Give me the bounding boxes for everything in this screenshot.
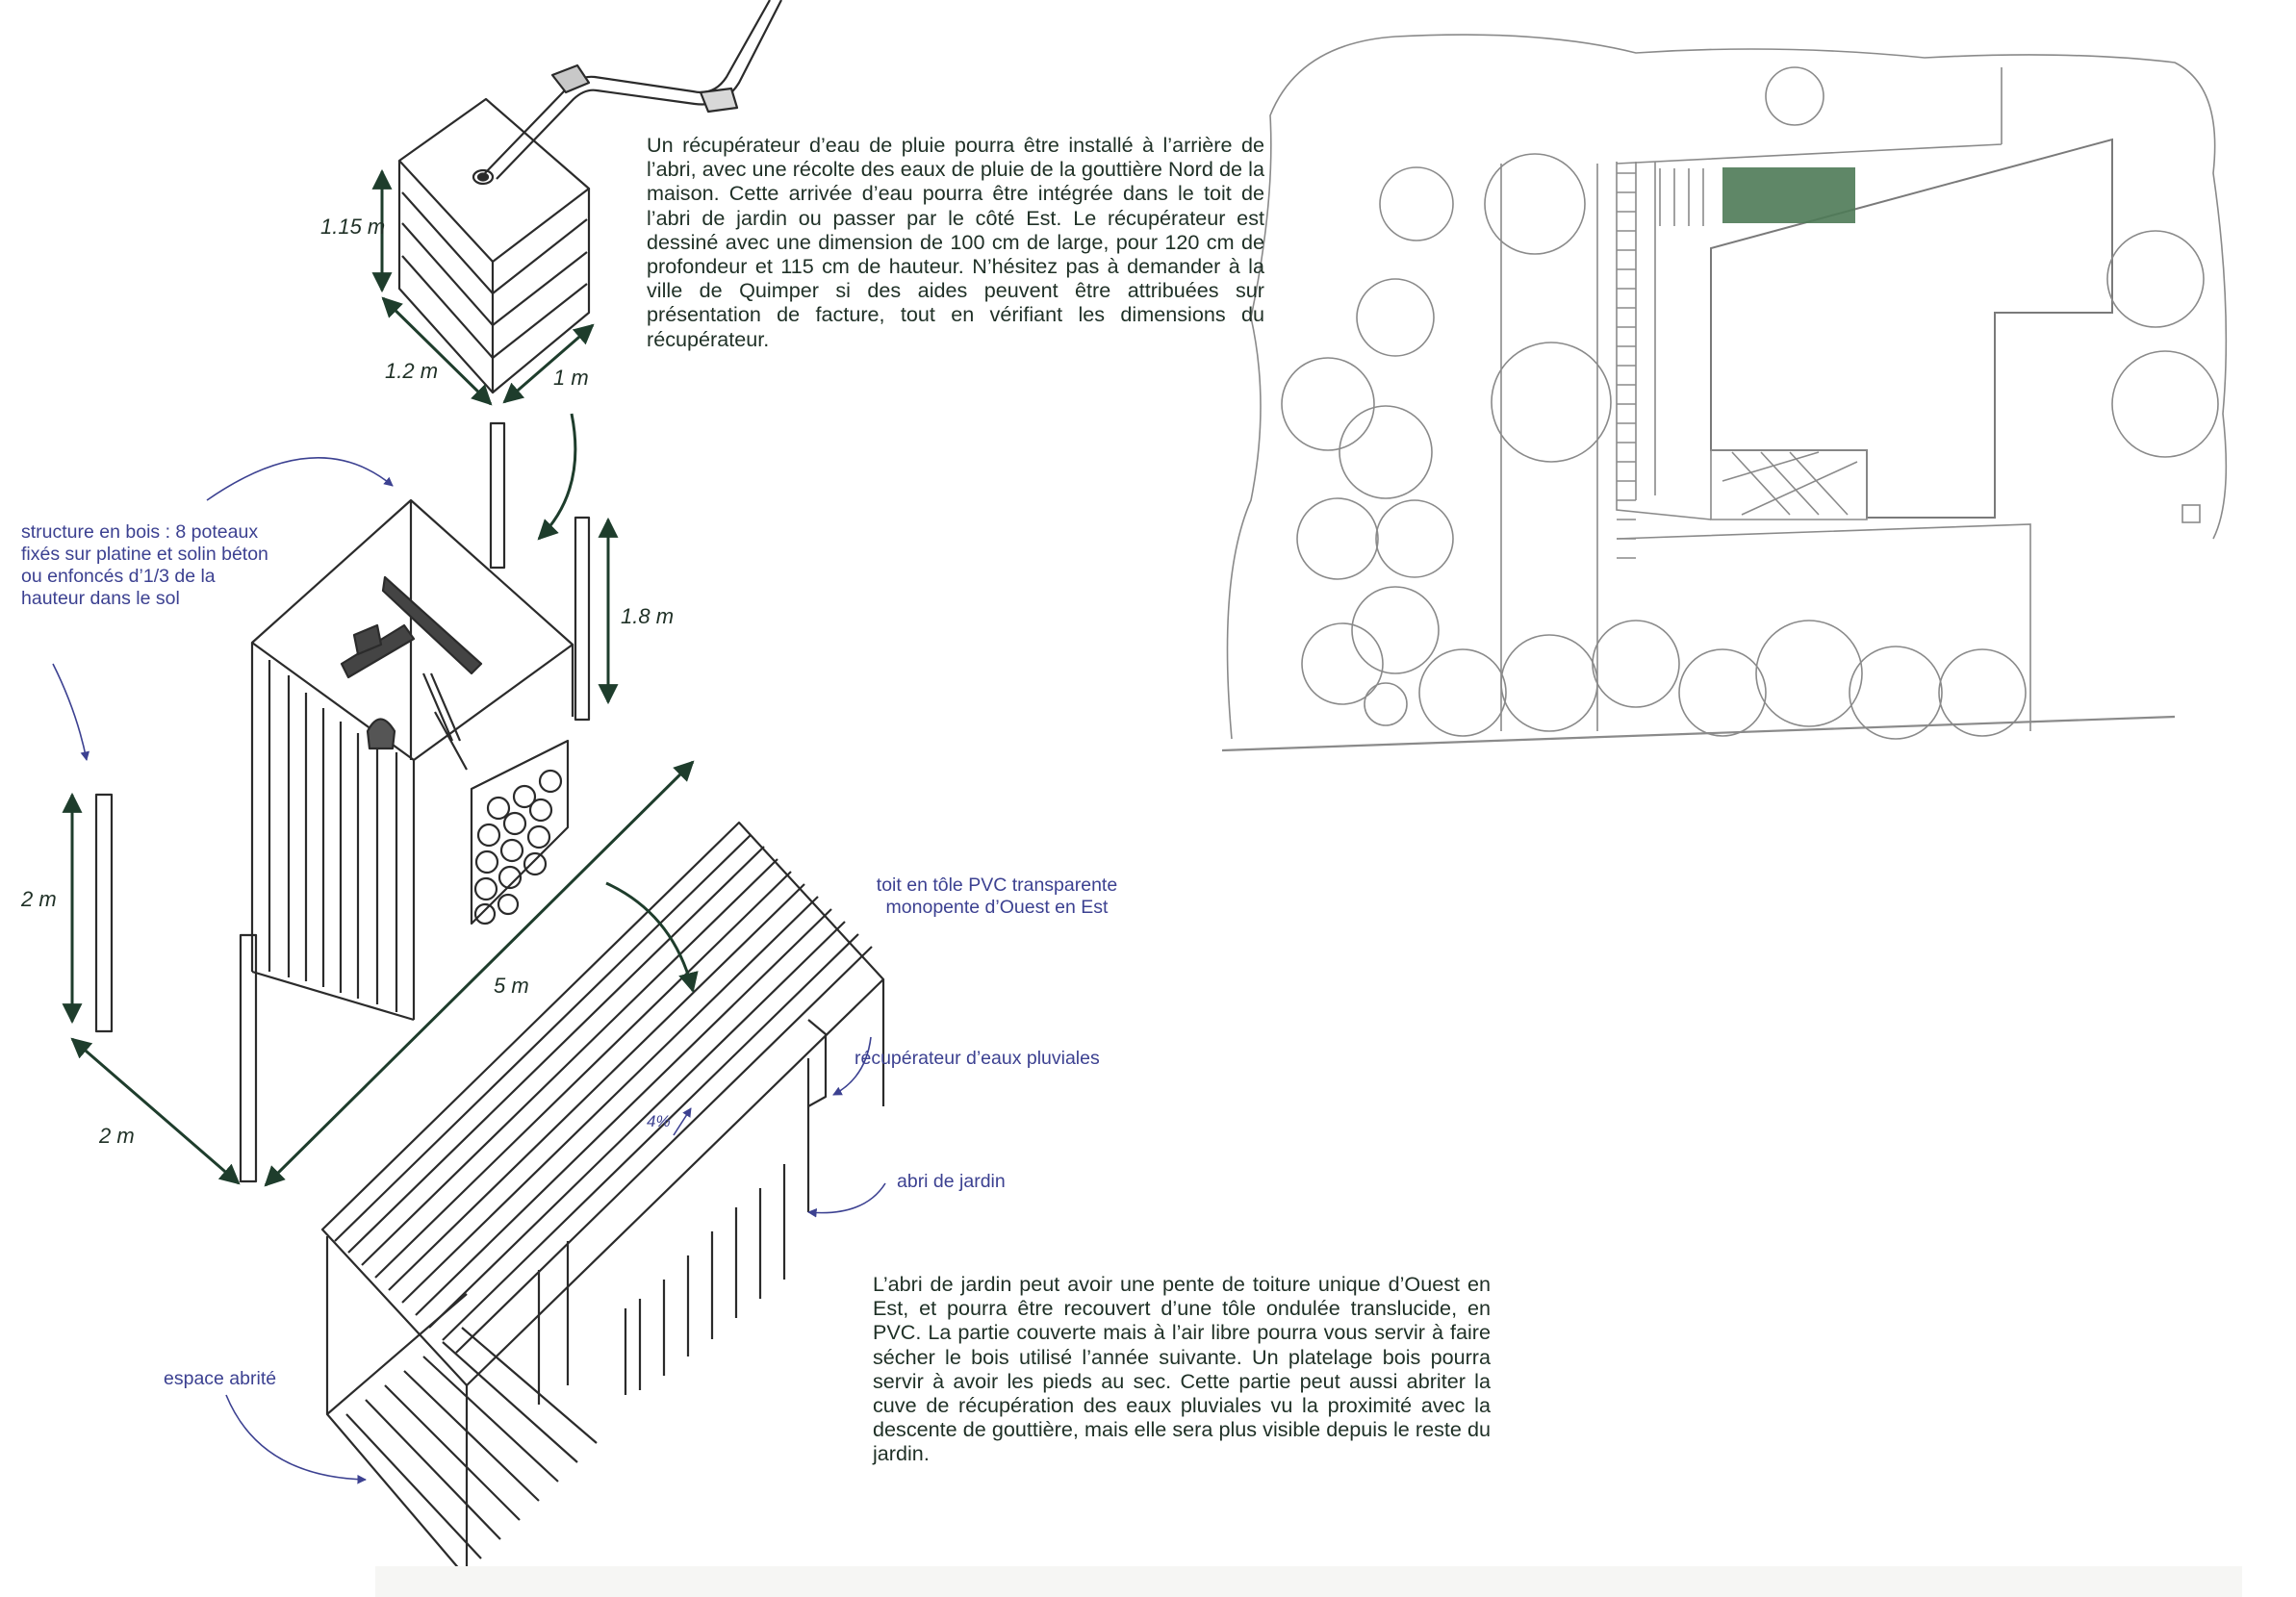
plan-shed-footprint (1722, 167, 1855, 223)
dimension-label-tank-depth: 1.2 m (385, 359, 439, 383)
dimension-label-tank-width: 1 m (553, 366, 589, 390)
annotation-collector: récupérateur d’eaux pluviales (855, 1048, 1100, 1069)
dimension-label-tank-height: 1.15 m (320, 215, 386, 239)
dimension-label-post-height: 1.8 m (621, 604, 675, 628)
dimension-label-frame-height: 2 m (21, 887, 57, 911)
log-pile (470, 739, 570, 925)
shed-roof-sketch (320, 821, 885, 1579)
dimension-label-frame-length: 5 m (494, 974, 529, 998)
annotation-structure: structure en bois : 8 poteaux fixés sur … (21, 521, 268, 609)
annotation-shed: abri de jardin (897, 1171, 1006, 1192)
rain-collector-sketch (397, 0, 782, 394)
annotation-sheltered-space: espace abrité (164, 1368, 277, 1389)
annotation-slope: 4% (647, 1112, 671, 1130)
dimension-lines (62, 168, 699, 1187)
bottom-strip (375, 1566, 2242, 1597)
collector-description: Un récupérateur d’eau de pluie pourra êt… (647, 133, 1264, 351)
site-plan-sketch (1221, 34, 2228, 752)
shed-description: L’abri de jardin peut avoir une pente de… (873, 1272, 1491, 1466)
dimension-label-frame-width: 2 m (99, 1124, 135, 1148)
annotation-arrows (52, 457, 886, 1484)
annotation-roof: toit en tôle PVC transparente monopente … (876, 875, 1118, 918)
